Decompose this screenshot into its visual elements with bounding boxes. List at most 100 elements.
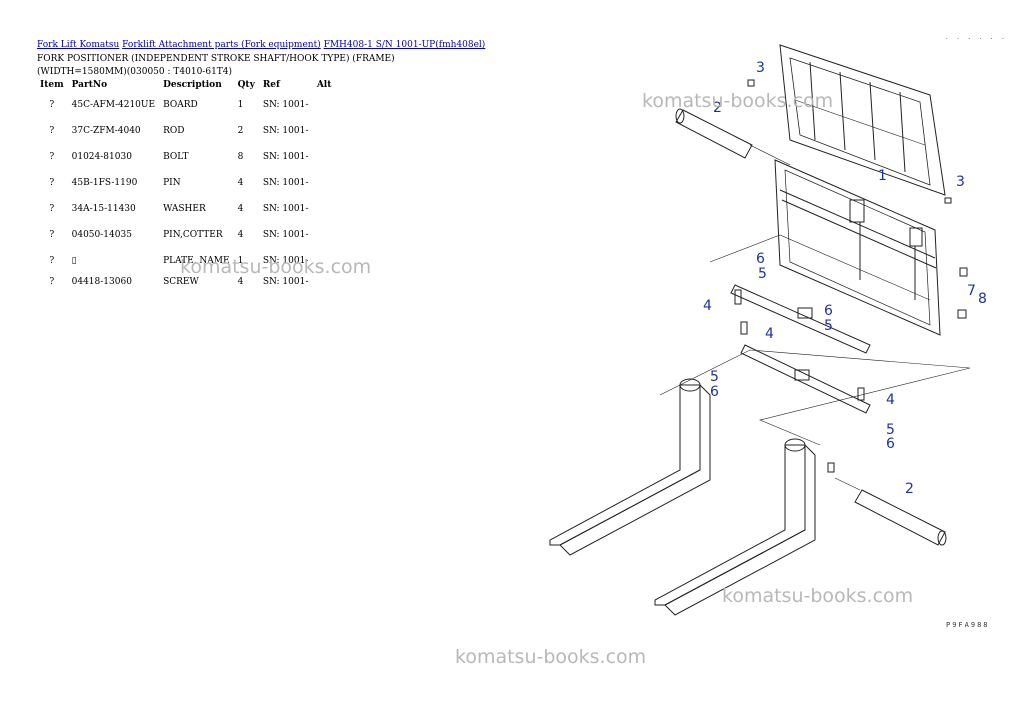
parts-table: Item PartNo Description Qty Ref Alt ? 45… (36, 78, 335, 290)
breadcrumb-link-fork-lift-komatsu[interactable]: Fork Lift Komatsu (37, 40, 120, 50)
small-parts (734, 79, 968, 473)
diagram-code: P9FA988 (946, 621, 990, 629)
cell-partno: 04050-14035 (71, 230, 132, 240)
header-item: Item (40, 80, 64, 90)
callouts: 3 1 3 2 6 5 4 6 5 7 8 4 5 6 4 5 6 2 (703, 60, 987, 497)
cell-partno: 34A-15-11430 (71, 204, 136, 214)
cell-description: ROD (163, 126, 185, 136)
cell-qty: 8 (237, 152, 244, 162)
frame-drawing (774, 159, 941, 336)
cell-alt (313, 144, 336, 170)
callout-4: 4 (703, 298, 712, 314)
header-ref: Ref (262, 80, 280, 90)
assembly-lines (659, 144, 971, 491)
callout-5d: 5 (886, 422, 895, 438)
cell-alt (313, 118, 336, 144)
cell-partno: 37C-ZFM-4040 (71, 126, 141, 136)
callout-3: 3 (756, 60, 765, 76)
cell-description: PIN,COTTER (163, 230, 223, 240)
callout-2: 2 (713, 100, 722, 116)
cell-description: BOARD (163, 100, 198, 110)
watermark: komatsu-books.com (642, 90, 834, 112)
cell-partno: 45B-1FS-1190 (71, 178, 138, 188)
cell-item: ? (49, 178, 55, 188)
cell-item: ? (49, 204, 55, 214)
cell-alt (313, 222, 336, 248)
cell-alt (313, 92, 336, 118)
table-row: ? ▯ PLATE, NAME 1 SN: 1001- (36, 248, 335, 274)
watermark: komatsu-books.com (722, 585, 914, 607)
cell-ref: SN: 1001- (262, 126, 309, 136)
cell-partno: 45C-AFM-4210UE (71, 100, 156, 110)
cell-item: ? (49, 126, 55, 136)
cell-ref: SN: 1001- (262, 230, 309, 240)
callout-5: 5 (758, 266, 767, 282)
cell-qty: 1 (237, 100, 244, 110)
missing-glyph-icon: ▯ (71, 256, 77, 266)
cell-ref: SN: 1001- (262, 100, 309, 110)
page-title-line-1: FORK POSITIONER (INDEPENDENT STROKE SHAF… (37, 54, 395, 64)
cell-partno: 04418-13060 (71, 277, 132, 287)
cell-qty: 4 (237, 230, 244, 240)
breadcrumb: Fork Lift Komatsu Forklift Attachment pa… (37, 40, 485, 50)
cell-item: ? (49, 277, 55, 287)
callout-4c: 4 (886, 392, 895, 408)
breadcrumb-link-attachment-parts[interactable]: Forklift Attachment parts (Fork equipmen… (122, 40, 321, 50)
fork-drawing (549, 378, 816, 616)
header-alt: Alt (316, 80, 332, 90)
page-title: FORK POSITIONER (INDEPENDENT STROKE SHAF… (37, 53, 395, 79)
callout-8: 8 (978, 291, 987, 307)
callout-4b: 4 (765, 326, 774, 342)
table-row: ? 04418-13060 SCREW 4 SN: 1001- (36, 274, 335, 290)
table-row: ? 45B-1FS-1190 PIN 4 SN: 1001- (36, 170, 335, 196)
page-title-line-2: (WIDTH=1580MM)(030050 : T4010-61T4) (37, 67, 233, 77)
header-description: Description (163, 80, 222, 90)
callout-6: 6 (756, 251, 765, 267)
cell-description: SCREW (163, 277, 199, 287)
cell-qty: 4 (237, 277, 244, 287)
table-row: ? 04050-14035 PIN,COTTER 4 SN: 1001- (36, 222, 335, 248)
cell-ref: SN: 1001- (262, 256, 309, 266)
table-row: ? 37C-ZFM-4040 ROD 2 SN: 1001- (36, 118, 335, 144)
cell-item: ? (49, 152, 55, 162)
callout-6b: 6 (824, 303, 833, 319)
cell-description: PLATE, NAME (163, 256, 230, 266)
header-partno: PartNo (71, 80, 108, 90)
cell-ref: SN: 1001- (262, 178, 309, 188)
cell-partno: 01024-81030 (71, 152, 132, 162)
cell-qty: 2 (237, 126, 244, 136)
cell-item: ? (49, 100, 55, 110)
cell-description: WASHER (163, 204, 206, 214)
header-qty: Qty (237, 80, 255, 90)
table-row: ? 34A-15-11430 WASHER 4 SN: 1001- (36, 196, 335, 222)
callout-5c: 5 (710, 369, 719, 385)
callout-6c: 6 (710, 384, 719, 400)
cell-qty: 1 (237, 256, 244, 266)
cell-partno: ▯ (68, 248, 159, 274)
callout-2b: 2 (905, 481, 914, 497)
watermark: komatsu-books.com (180, 256, 372, 278)
callout-6d: 6 (886, 436, 895, 452)
table-row: ? 45C-AFM-4210UE BOARD 1 SN: 1001- (36, 92, 335, 118)
cell-ref: SN: 1001- (262, 152, 309, 162)
breadcrumb-link-model[interactable]: FMH408-1 S/N 1001-UP(fmh408el) (323, 40, 486, 50)
cell-description: PIN (163, 178, 181, 188)
cell-alt (313, 196, 336, 222)
cell-alt (313, 170, 336, 196)
cell-ref: SN: 1001- (262, 277, 309, 287)
cell-qty: 4 (237, 178, 244, 188)
parts-table-header: Item PartNo Description Qty Ref Alt (36, 78, 335, 92)
watermark: komatsu-books.com (455, 646, 647, 668)
cell-qty: 4 (237, 204, 244, 214)
callout-5b: 5 (824, 318, 833, 334)
diagram-top-code: . . . . . . (945, 34, 1007, 41)
callout-1: 1 (878, 168, 887, 184)
rod-drawing (675, 108, 947, 546)
cell-item: ? (49, 230, 55, 240)
cell-ref: SN: 1001- (262, 204, 309, 214)
board-drawing (779, 44, 946, 196)
parts-diagram: 3 1 3 2 6 5 4 6 5 7 8 4 5 6 4 5 6 2 (549, 44, 987, 616)
shaft-drawing (730, 284, 871, 414)
cell-item: ? (49, 256, 55, 266)
cell-description: BOLT (163, 152, 189, 162)
